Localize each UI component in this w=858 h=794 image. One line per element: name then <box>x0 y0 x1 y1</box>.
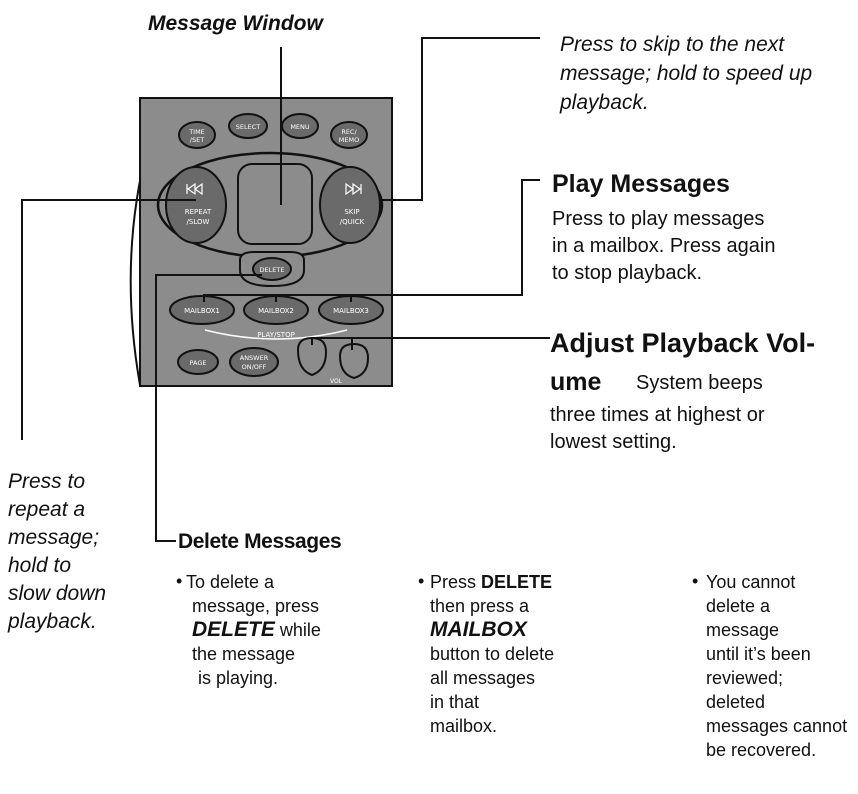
repeat-line-3: message; <box>8 526 100 549</box>
rec-memo-label-1: REC/ <box>341 128 357 136</box>
answer-label: ANSWER <box>240 354 269 362</box>
skip-line-2: message; hold to speed up <box>560 62 813 85</box>
slow-label: /SLOW <box>187 218 210 226</box>
b2-line-2: then press a <box>430 596 530 616</box>
volume-body: three times at highest or lowest setting… <box>550 402 850 456</box>
b2-line-1: Press DELETE <box>430 570 580 594</box>
time-set-label-2: /SET <box>190 136 204 144</box>
mailbox3-label: MAILBOX3 <box>333 307 369 315</box>
b3-line-3: message <box>706 620 780 640</box>
b2-line-6: in that <box>430 692 480 712</box>
repeat-slow-button[interactable]: REPEAT /SLOW <box>165 166 227 244</box>
leader-play <box>203 179 540 302</box>
time-set-button[interactable]: TIME /SET <box>178 121 216 149</box>
play-line-3: to stop playback. <box>552 262 703 284</box>
volume-body-first: System beeps <box>636 372 763 394</box>
b3-line-8: be recovered. <box>706 740 817 760</box>
volume-down-button[interactable] <box>296 336 328 377</box>
leader-lines <box>21 37 550 542</box>
b3-line-2: delete a <box>706 596 771 616</box>
delete-bullet-2: • Press DELETE then press a MAILBOX butt… <box>418 570 580 738</box>
leader-repeat <box>21 199 196 440</box>
delete-button-label: DELETE <box>260 266 285 274</box>
page-button[interactable]: PAGE <box>177 349 219 375</box>
skip-caption: Press to skip to the next message; hold … <box>560 30 850 117</box>
select-button[interactable]: SELECT <box>228 113 268 139</box>
repeat-label: REPEAT <box>185 208 212 216</box>
b1-delete-key: DELETE <box>192 618 275 641</box>
quick-label: /QUICK <box>340 218 365 226</box>
volume-line-2: lowest setting. <box>550 431 677 453</box>
page-label: PAGE <box>190 359 207 367</box>
b2-line-1-pre: Press <box>430 572 482 592</box>
bullet-dot: • <box>176 571 183 591</box>
skip-quick-button[interactable]: SKIP /QUICK <box>319 166 381 244</box>
menu-label: MENU <box>290 123 310 131</box>
rewind-icon <box>186 182 203 196</box>
delete-bullet-1: • To delete a message, press DELETE whil… <box>176 570 336 690</box>
b2-line-3: MAILBOX <box>430 618 580 642</box>
b2-line-5: all messages <box>430 668 536 688</box>
bullet-dot: • <box>418 571 425 591</box>
mailbox1-button[interactable]: MAILBOX1 <box>169 295 235 325</box>
message-window-caption: Message Window <box>148 12 323 35</box>
rec-memo-button[interactable]: REC/ MEMO <box>330 121 368 149</box>
delete-button[interactable]: DELETE <box>252 257 292 281</box>
repeat-line-6: playback. <box>8 610 97 633</box>
b1-line-1: To delete a <box>186 572 275 592</box>
skip-line-1: Press to skip to the next <box>560 33 785 56</box>
mailbox2-label: MAILBOX2 <box>258 307 294 315</box>
leader-delete <box>155 274 262 542</box>
play-line-1: Press to play messages <box>552 208 765 230</box>
repeat-line-2: repeat a <box>8 498 86 521</box>
play-stop-arc <box>204 329 348 340</box>
repeat-line-4: hold to <box>8 554 72 577</box>
answer-onoff-button[interactable]: ANSWER ON/OFF <box>229 347 279 377</box>
leader-volume <box>311 337 550 345</box>
bullet-dot: • <box>692 571 699 591</box>
b2-line-7: mailbox. <box>430 716 498 736</box>
time-set-label-1: TIME <box>188 128 205 136</box>
b2-delete-key: DELETE <box>481 572 553 592</box>
b3-line-4: until it’s been <box>706 644 811 664</box>
vol-label: VOL <box>330 378 343 385</box>
repeat-caption: Press to repeat a message; hold to slow … <box>8 468 148 636</box>
b3-line-7: messages cannot <box>706 716 848 736</box>
play-messages-title: Play Messages <box>552 170 730 198</box>
b1-line-3-rest: while <box>274 620 321 640</box>
b1-line-3: DELETE while <box>186 618 336 642</box>
b3-line-5: reviewed; <box>706 668 784 688</box>
leader-skip <box>381 37 540 201</box>
play-line-2: in a mailbox. Press again <box>552 235 776 257</box>
volume-title-line-1: Adjust Playback Vol- <box>550 328 816 358</box>
delete-bullet-3: • You cannot delete a message until it’s… <box>692 570 856 762</box>
b1-line-5: is playing. <box>198 668 279 688</box>
select-label: SELECT <box>236 123 260 131</box>
delete-messages-title: Delete Messages <box>178 530 342 553</box>
b2-line-4: button to delete <box>430 644 555 664</box>
fast-forward-icon <box>345 182 362 196</box>
repeat-line-1: Press to <box>8 470 86 493</box>
mailbox1-label: MAILBOX1 <box>184 307 220 315</box>
onoff-label: ON/OFF <box>242 363 267 371</box>
repeat-line-5: slow down <box>8 582 107 605</box>
play-stop-label: PLAY/STOP <box>257 331 295 339</box>
b1-line-4: the message <box>192 644 296 664</box>
b1-line-2: message, press <box>192 596 320 616</box>
menu-button[interactable]: MENU <box>281 113 319 139</box>
skip-line-3: playback. <box>560 91 649 114</box>
rec-memo-label-2: MEMO <box>339 136 359 144</box>
skip-label: SKIP <box>344 208 359 216</box>
volume-up-button[interactable] <box>338 342 370 380</box>
message-window-display <box>237 163 313 245</box>
b3-line-1: You cannot <box>706 572 796 592</box>
volume-line-1: three times at highest or <box>550 404 765 426</box>
play-messages-body: Press to play messages in a mailbox. Pre… <box>552 206 852 287</box>
volume-title-line-2: ume <box>550 368 602 396</box>
b2-mailbox-key: MAILBOX <box>430 618 527 641</box>
b3-line-6: deleted <box>706 692 766 712</box>
